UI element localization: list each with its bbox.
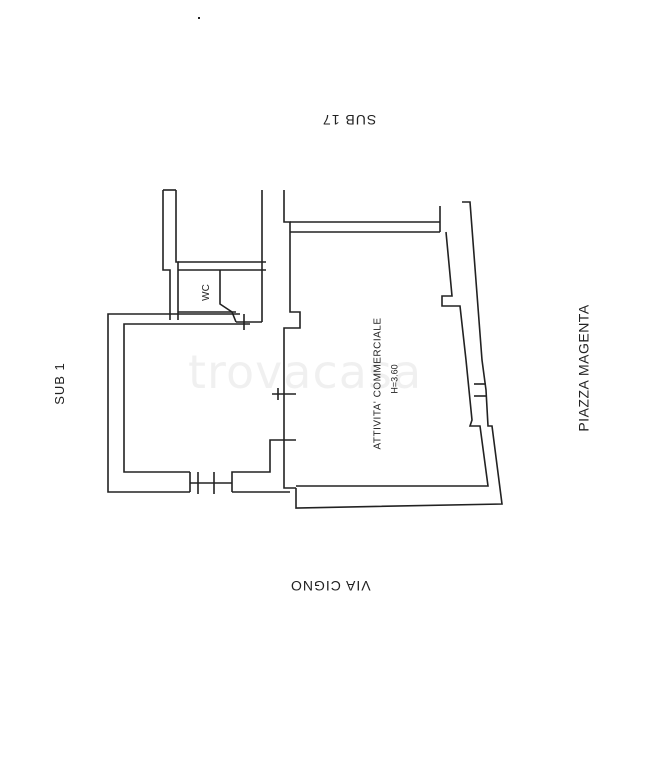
- wall-left-room-outer: [107, 313, 240, 493]
- wall-shop-right-inner: [296, 231, 489, 487]
- label-sub-left: SUB 1: [51, 362, 67, 405]
- wall-central-right: [283, 190, 301, 440]
- label-room-height: H=3.60: [389, 364, 400, 394]
- label-via: VIA CIGNO: [290, 578, 371, 594]
- label-room-name: ATTIVITA' COMMERCIALE: [372, 317, 384, 450]
- wall-corridor-left: [162, 190, 171, 320]
- wall-wc-right: [219, 270, 237, 323]
- label-sub-top: SUB 17: [322, 112, 377, 128]
- wall-corridor-left-inner: [175, 190, 179, 320]
- wall-left-room-bottom-right: [231, 439, 296, 492]
- wall-left-room-inner: [123, 323, 250, 473]
- label-piazza: PIAZZA MAGENTA: [575, 304, 592, 432]
- label-wc: WC: [200, 284, 212, 301]
- wall-shop-left-lower: [283, 440, 296, 489]
- stray-mark: [198, 17, 200, 19]
- wall-shop-right-outer: [295, 201, 503, 509]
- watermark: trovacasa: [188, 345, 423, 399]
